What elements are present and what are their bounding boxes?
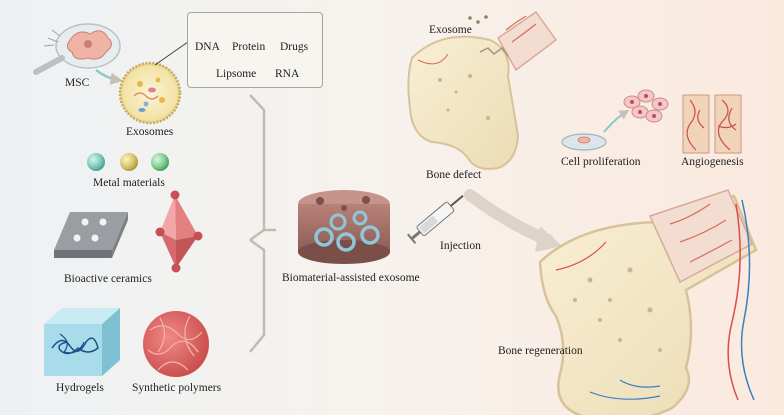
metal-sphere-icon	[87, 153, 169, 171]
polymer-sphere-icon	[143, 311, 209, 377]
bone-defect-icon	[407, 10, 558, 170]
ceramic-octahedron-icon	[155, 190, 203, 273]
protein-label: Protein	[232, 41, 266, 53]
petri-dish-icon	[561, 133, 607, 151]
metal-materials-label: Metal materials	[93, 177, 165, 189]
regenerated-bone-icon	[538, 189, 758, 415]
exosome-label: Exosome	[429, 24, 472, 36]
hydrogels-label: Hydrogels	[56, 382, 104, 394]
bioactive-ceramics-label: Bioactive ceramics	[64, 273, 152, 285]
syringe-icon	[407, 194, 464, 245]
cell-cluster-icon	[623, 89, 669, 123]
synthetic-polymers-label: Synthetic polymers	[132, 382, 222, 394]
rna-label: RNA	[275, 68, 300, 80]
vessel-tissue-icon	[682, 94, 742, 154]
bone-defect-label: Bone defect	[426, 169, 482, 181]
cell-proliferation-label: Cell proliferation	[561, 156, 641, 168]
angiogenesis-label: Angiogenesis	[681, 156, 744, 168]
lipsome-label: Lipsome	[216, 68, 257, 80]
drugs-label: Drugs	[280, 41, 309, 53]
ceramic-plate-icon	[54, 212, 128, 258]
biomaterial-assisted-exosome-label: Biomaterial-assisted exosome	[282, 272, 420, 284]
scaffold-icon	[298, 190, 390, 264]
exosomes-label: Exosomes	[126, 126, 174, 138]
msc-label: MSC	[65, 77, 90, 89]
cargo-box	[187, 12, 323, 88]
dna-label: DNA	[195, 41, 220, 53]
hydrogel-cube-icon	[44, 308, 120, 376]
msc-cell-icon	[33, 23, 121, 75]
exosome-vesicle-icon	[118, 61, 182, 125]
bone-regeneration-label: Bone regeneration	[498, 345, 583, 357]
injection-label: Injection	[440, 240, 481, 252]
